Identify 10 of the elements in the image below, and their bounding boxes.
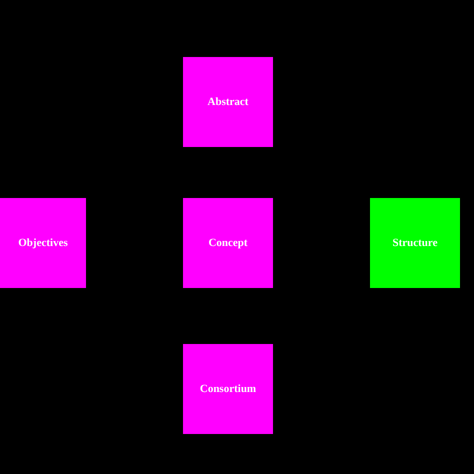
topic-label: Structure bbox=[392, 237, 438, 249]
topic-label: Consortium bbox=[200, 383, 256, 395]
topic-label: Objectives bbox=[18, 237, 68, 249]
topic-label: Concept bbox=[208, 237, 248, 249]
topic-box bbox=[183, 57, 273, 147]
topic-label: Abstract bbox=[208, 96, 248, 108]
topic-box bbox=[0, 198, 86, 288]
topic-box bbox=[370, 198, 460, 288]
topic-box bbox=[183, 198, 273, 288]
topic-box bbox=[183, 344, 273, 434]
